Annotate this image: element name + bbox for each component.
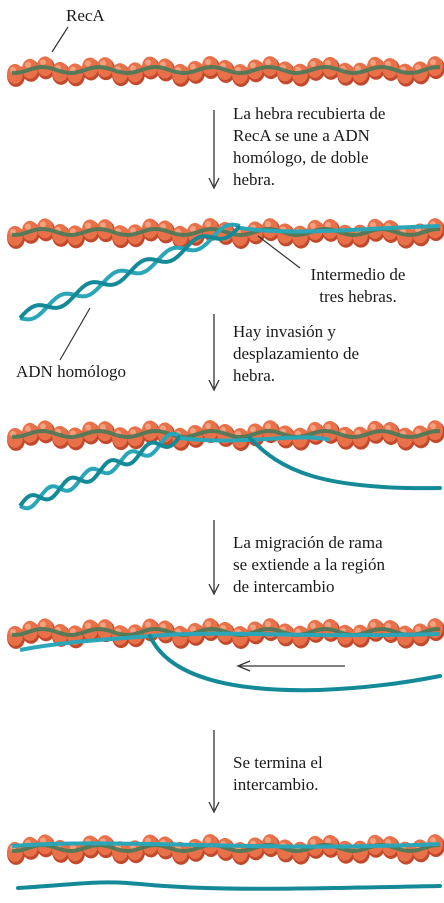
step-1-line-2: RecA se une a ADN xyxy=(233,126,370,145)
step-2-caption: Hay invasión y desplazamiento de hebra. xyxy=(233,321,433,387)
paired-strand-2 xyxy=(179,435,331,443)
homologous-dna-helix-2 xyxy=(18,431,182,511)
homologous-dna-helix-1 xyxy=(18,222,242,322)
paired-strand-3 xyxy=(19,631,441,652)
reca-label: RecA xyxy=(66,6,105,25)
step-4-line-1: Se termina el xyxy=(233,753,323,772)
step-arrow-4 xyxy=(208,730,220,814)
intermediate-line-2: tres hebras. xyxy=(319,287,397,306)
step-arrow-2 xyxy=(208,314,220,392)
displaced-strand-1 xyxy=(248,436,442,491)
step-3-caption: La migración de rama se extiende a la re… xyxy=(233,532,439,598)
step-2-line-2: desplazamiento de xyxy=(233,344,360,363)
homologous-dna-label: ADN homólogo xyxy=(16,362,127,381)
paired-strand-1 xyxy=(239,224,441,234)
step-3-line-3: de intercambio xyxy=(233,577,335,596)
paired-strand-4 xyxy=(11,841,441,849)
displaced-strand-2 xyxy=(148,634,442,693)
step-2-line-1: Hay invasión y xyxy=(233,322,336,341)
step-3-line-2: se extiende a la región xyxy=(233,555,385,574)
step-1-line-3: homólogo, de doble xyxy=(233,148,369,167)
intermediate-label: Intermedio de tres hebras. xyxy=(288,264,428,308)
step-1-line-1: La hebra recubierta de xyxy=(233,104,386,123)
adn-pointer-line xyxy=(59,307,91,361)
reca-filaments xyxy=(7,56,444,865)
step-1-line-4: hebra. xyxy=(233,170,276,189)
reca-filament-5 xyxy=(7,834,444,865)
step-arrow-1 xyxy=(208,110,220,190)
step-3-line-1: La migración de rama xyxy=(233,533,383,552)
step-4-caption: Se termina el intercambio. xyxy=(233,752,433,796)
step-2-line-3: hebra. xyxy=(233,366,276,385)
reca-filament-2 xyxy=(7,218,444,249)
reca-filament-3 xyxy=(7,420,444,451)
step-4-line-2: intercambio. xyxy=(233,775,319,794)
displaced-strand-3 xyxy=(16,880,442,891)
branch-migration-arrow xyxy=(236,660,345,672)
reca-filament-1 xyxy=(7,56,444,87)
intermediate-line-1: Intermedio de xyxy=(310,265,406,284)
step-arrow-3 xyxy=(208,520,220,596)
dna-strands xyxy=(11,222,442,891)
step-1-caption: La hebra recubierta de RecA se une a ADN… xyxy=(233,103,439,191)
reca-pointer-line xyxy=(51,26,69,53)
intermediate-pointer-line xyxy=(257,235,301,269)
